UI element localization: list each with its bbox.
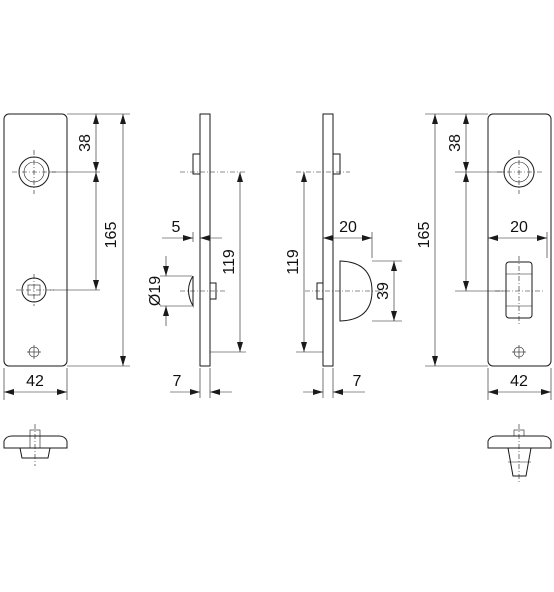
- dim-hole-spacing-left: 119: [221, 249, 238, 275]
- dim-diameter: Ø19: [147, 276, 164, 306]
- dim-length-left: 165: [103, 222, 120, 249]
- dim-hole-offset-left: 38: [77, 134, 94, 152]
- side-view-left: 5 Ø19 119 7: [147, 113, 246, 398]
- side-view-right: 119 20 39 7: [285, 113, 402, 398]
- dim-hole-spacing-right: 119: [285, 249, 302, 275]
- dim-length-right: 165: [416, 222, 433, 249]
- top-view-left: [3, 424, 68, 466]
- dim-thickness-left: 7: [173, 373, 182, 390]
- dim-hole-offset-right: 38: [447, 134, 464, 152]
- back-plate-view: 38 165 20 42: [416, 113, 552, 400]
- dim-knob-depth-front: 20: [510, 219, 528, 236]
- dim-knob-height: 39: [375, 282, 392, 300]
- dim-width-left: 42: [26, 373, 44, 390]
- dim-thickness-right: 7: [353, 373, 362, 390]
- dim-knob-depth-right: 20: [339, 219, 357, 236]
- front-plate-view: 38 165 42: [3, 113, 130, 400]
- dim-width-right: 42: [510, 373, 528, 390]
- top-view-right: [487, 424, 552, 482]
- dim-projection: 5: [172, 219, 181, 236]
